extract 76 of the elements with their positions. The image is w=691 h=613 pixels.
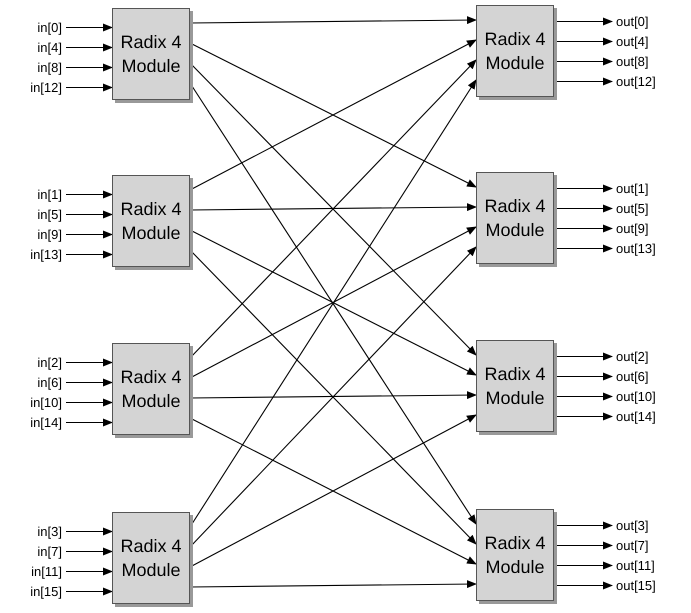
arrow (554, 392, 613, 400)
input-label: in[0] (0, 19, 62, 36)
output-label: out[0] (616, 13, 686, 30)
arrow (66, 210, 113, 218)
input-label: in[5] (0, 206, 62, 223)
arrow (66, 418, 113, 426)
module-box: Radix 4 Module (112, 8, 190, 100)
arrow (66, 190, 113, 198)
module-box: Radix 4 Module (476, 5, 554, 97)
input-label: in[6] (0, 374, 62, 391)
input-label: in[10] (0, 394, 62, 411)
arrow (554, 542, 613, 550)
input-label: in[13] (0, 246, 62, 263)
arrow (66, 24, 113, 32)
arrow (190, 580, 477, 588)
input-label: in[8] (0, 59, 62, 76)
arrow (66, 84, 113, 92)
input-label: in[4] (0, 39, 62, 56)
arrow (554, 184, 613, 192)
arrow (554, 204, 613, 212)
module-box: Radix 4 Module (476, 340, 554, 432)
arrow (66, 358, 113, 366)
output-label: out[5] (616, 200, 686, 217)
module-box: Radix 4 Module (476, 172, 554, 264)
output-label: out[8] (616, 53, 686, 70)
output-label: out[2] (616, 348, 686, 365)
output-label: out[14] (616, 408, 686, 425)
arrow (66, 588, 113, 596)
module-box: Radix 4 Module (476, 509, 554, 601)
arrow (554, 582, 613, 590)
module-box: Radix 4 Module (112, 175, 190, 267)
input-label: in[1] (0, 186, 62, 203)
arrow (554, 522, 613, 530)
input-label: in[12] (0, 79, 62, 96)
input-label: in[11] (0, 563, 62, 580)
arrow (66, 378, 113, 386)
arrow (554, 352, 613, 360)
arrow (554, 562, 613, 570)
arrow (554, 372, 613, 380)
output-label: out[1] (616, 180, 686, 197)
arrow (66, 548, 113, 556)
module-box: Radix 4 Module (112, 343, 190, 435)
output-label: out[12] (616, 73, 686, 90)
arrow (66, 44, 113, 52)
arrow (66, 250, 113, 258)
output-label: out[10] (616, 388, 686, 405)
output-label: out[6] (616, 368, 686, 385)
arrow (554, 78, 613, 86)
output-label: out[4] (616, 33, 686, 50)
input-label: in[3] (0, 523, 62, 540)
arrow (554, 38, 613, 46)
arrow (554, 244, 613, 252)
input-label: in[9] (0, 226, 62, 243)
input-label: in[2] (0, 354, 62, 371)
input-label: in[14] (0, 414, 62, 431)
arrow (554, 412, 613, 420)
arrow (66, 230, 113, 238)
output-label: out[15] (616, 577, 686, 594)
arrow (66, 398, 113, 406)
output-label: out[11] (616, 557, 686, 574)
input-label: in[7] (0, 543, 62, 560)
output-label: out[13] (616, 240, 686, 257)
arrow (66, 568, 113, 576)
arrow (554, 224, 613, 232)
output-label: out[9] (616, 220, 686, 237)
arrow (190, 16, 477, 24)
arrow (190, 203, 477, 212)
arrow (554, 58, 613, 66)
arrow (66, 528, 113, 536)
module-box: Radix 4 Module (112, 512, 190, 604)
arrow (190, 391, 477, 400)
input-label: in[15] (0, 583, 62, 600)
output-label: out[7] (616, 537, 686, 554)
output-label: out[3] (616, 517, 686, 534)
arrow (554, 18, 613, 26)
arrow (66, 64, 113, 72)
